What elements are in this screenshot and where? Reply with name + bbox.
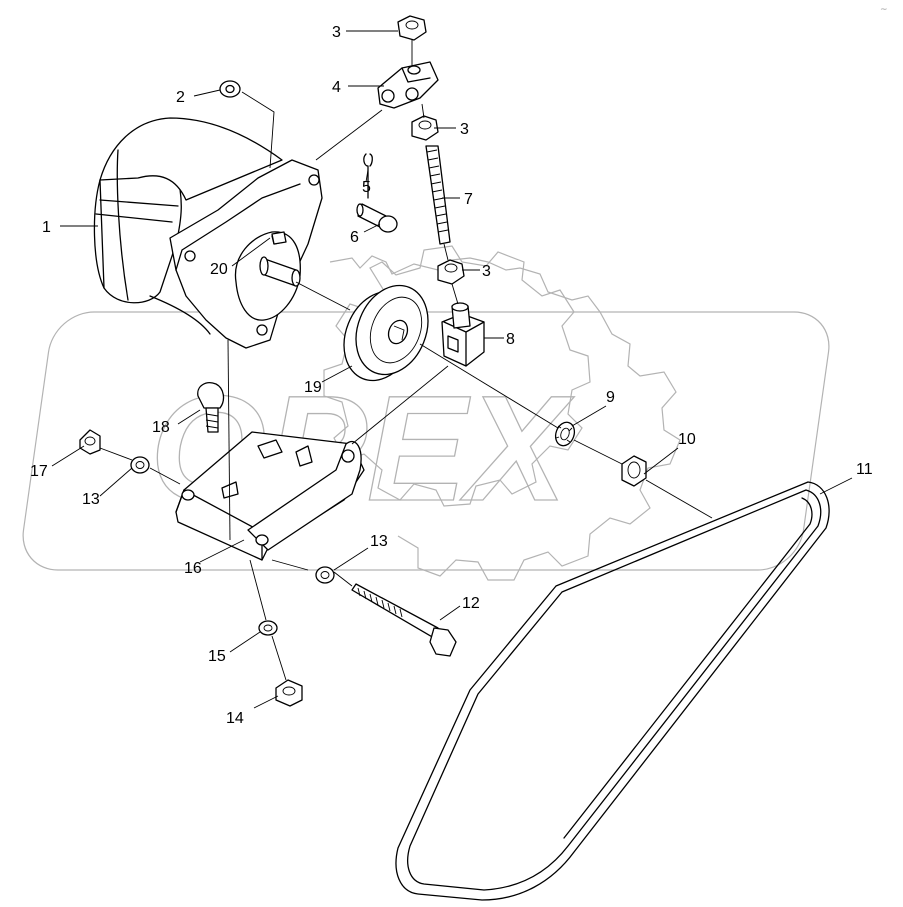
callout-11: 11 bbox=[856, 461, 873, 478]
callout-3-middle: 3 bbox=[460, 121, 469, 138]
watermark-banner-frame bbox=[22, 311, 830, 571]
assembly-lines bbox=[99, 40, 713, 681]
nut-17 bbox=[79, 429, 101, 455]
mounting-bracket-16 bbox=[175, 431, 365, 561]
callout-10: 10 bbox=[678, 431, 696, 448]
bolt-12 bbox=[351, 583, 457, 657]
callout-12: 12 bbox=[462, 595, 480, 612]
callout-13-left: 13 bbox=[82, 491, 100, 508]
callout-9: 9 bbox=[606, 389, 615, 406]
callout-19: 19 bbox=[304, 379, 322, 396]
clevis-bracket-4 bbox=[377, 61, 439, 109]
nut-14 bbox=[275, 679, 303, 707]
watermark-gear-outline bbox=[323, 245, 591, 507]
callout-leaders bbox=[51, 30, 853, 709]
split-pin-5 bbox=[363, 153, 373, 199]
callout-20: 20 bbox=[210, 261, 228, 278]
callout-1: 1 bbox=[42, 219, 51, 236]
lock-washer-15 bbox=[258, 620, 278, 636]
callout-2: 2 bbox=[176, 89, 185, 106]
callout-7: 7 bbox=[464, 191, 473, 208]
lock-washer-9 bbox=[554, 421, 576, 447]
alternator bbox=[93, 117, 323, 349]
callout-3-top: 3 bbox=[332, 24, 341, 41]
pulley-19 bbox=[343, 284, 429, 382]
callout-13-right: 13 bbox=[370, 533, 388, 550]
callout-5: 5 bbox=[362, 179, 371, 196]
v-belt-11 bbox=[395, 481, 830, 901]
washer-13-right bbox=[315, 566, 335, 584]
callout-8: 8 bbox=[506, 331, 515, 348]
nut-10 bbox=[621, 455, 647, 487]
callout-18: 18 bbox=[152, 419, 170, 436]
tension-block-8 bbox=[441, 302, 485, 367]
pin-6 bbox=[356, 203, 398, 233]
callout-6: 6 bbox=[350, 229, 359, 246]
callout-3-lower: 3 bbox=[482, 263, 491, 280]
callout-16: 16 bbox=[184, 560, 202, 577]
bolt-18 bbox=[197, 382, 225, 433]
callout-4: 4 bbox=[332, 79, 341, 96]
key-20 bbox=[271, 231, 287, 245]
nut-3-lower bbox=[437, 259, 465, 285]
callout-14: 14 bbox=[226, 710, 244, 727]
threaded-rod-7 bbox=[425, 145, 451, 245]
callout-labels: 1 2 3 3 3 4 5 6 7 8 9 10 11 12 13 13 14 … bbox=[30, 24, 873, 727]
washer-13-left bbox=[130, 456, 150, 474]
callout-15: 15 bbox=[208, 648, 226, 665]
callout-17: 17 bbox=[30, 463, 48, 480]
corner-mark: ~ bbox=[880, 5, 888, 15]
nut-3-top bbox=[397, 15, 427, 41]
washer-2 bbox=[219, 80, 241, 98]
